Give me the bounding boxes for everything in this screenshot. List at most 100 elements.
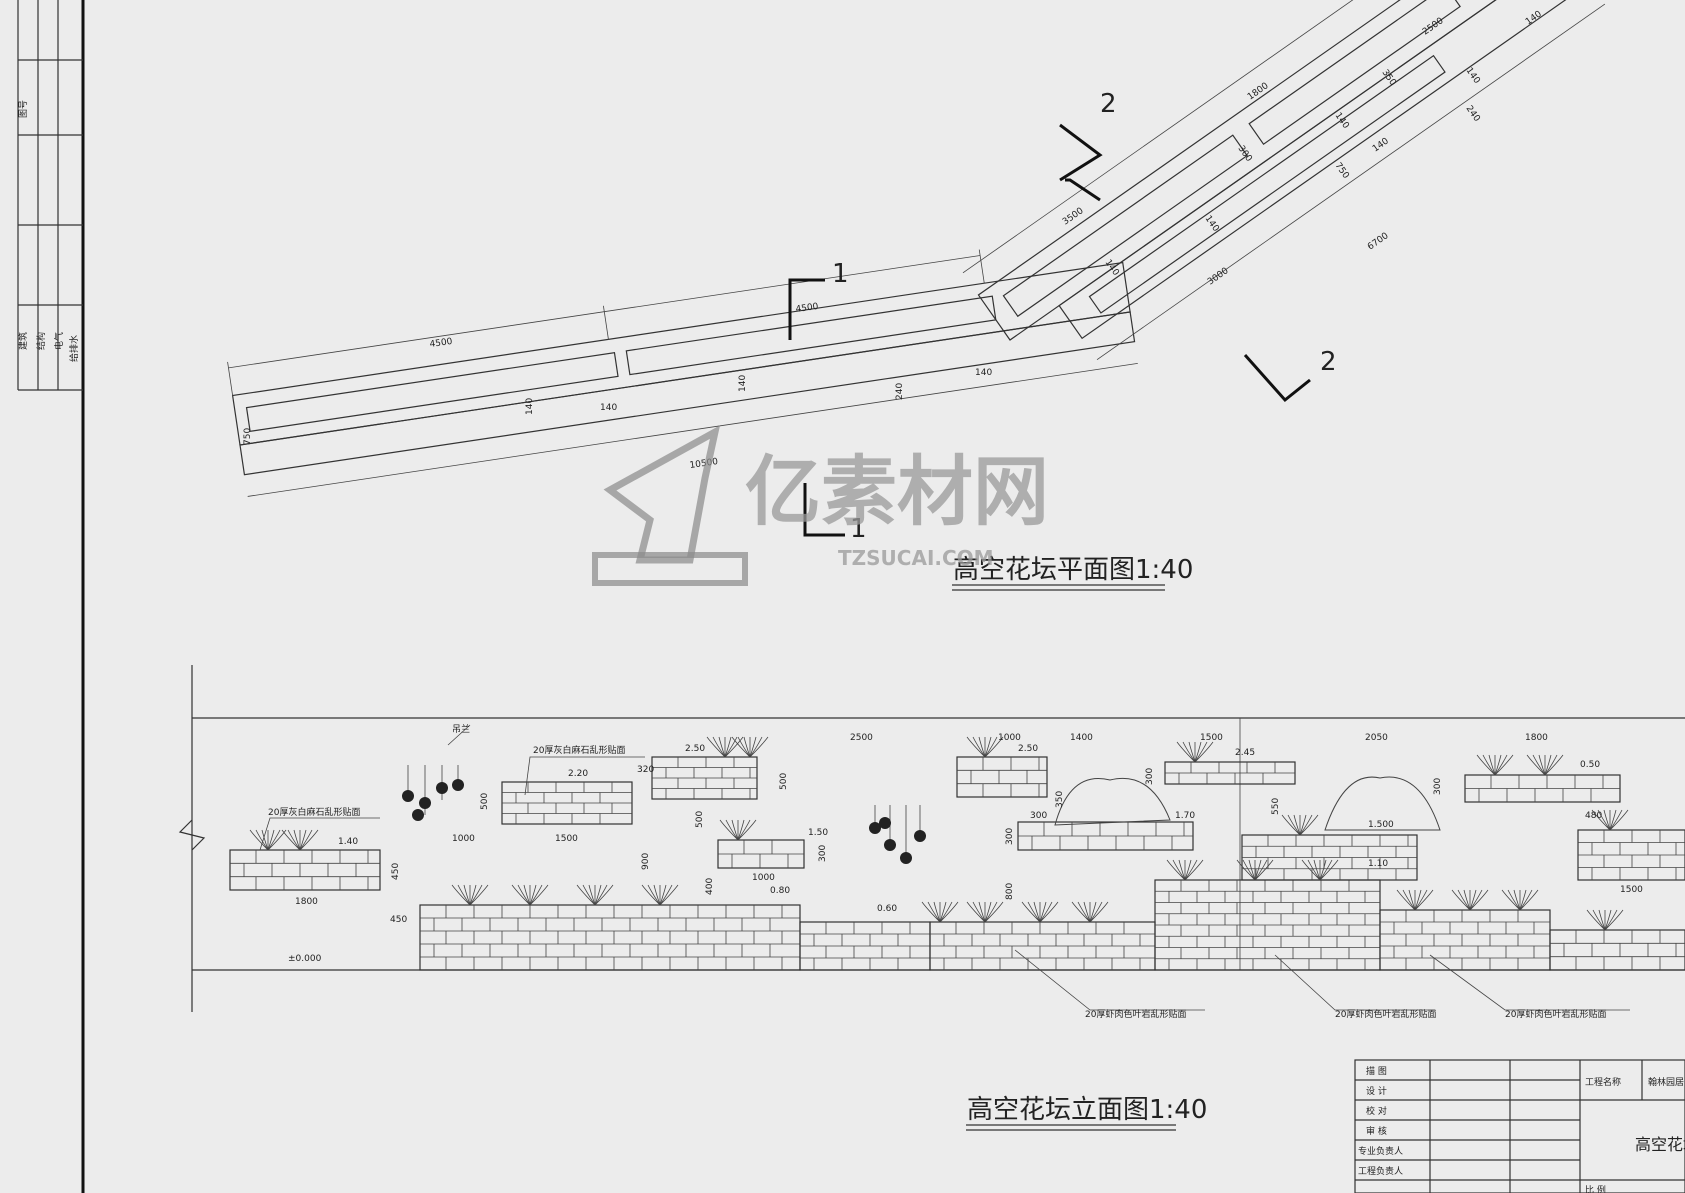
note-slate-1: 20厚虾肉色叶岩乱形贴面 <box>1085 1008 1186 1020</box>
tb-scale-label: 比 例 <box>1585 1184 1606 1193</box>
level-mark: ±0.000 <box>288 954 322 964</box>
elev-dim: 350 <box>1055 791 1065 808</box>
elev-dim: 1800 <box>295 897 318 907</box>
plant-cluster <box>511 884 549 906</box>
plant-cluster <box>1021 901 1059 923</box>
level-mark: 2.50 <box>685 744 705 754</box>
note-hanging: 吊兰 <box>452 723 470 735</box>
section-mark-2a: 2 <box>1100 89 1117 119</box>
elev-dim: 300 <box>1005 828 1015 845</box>
plan-dim: 140 <box>1464 66 1482 86</box>
plan-dim: 750 <box>1333 161 1351 181</box>
elev-dim: 1500 <box>1200 733 1223 743</box>
plant-cluster <box>641 884 679 906</box>
plan-dim: 240 <box>1464 104 1482 124</box>
plan-dim: 140 <box>1333 111 1351 131</box>
elev-dim: 900 <box>641 853 651 870</box>
level-mark: 2.45 <box>1235 748 1255 758</box>
stone-planter-box <box>717 839 805 869</box>
elev-dim: 450 <box>390 915 407 925</box>
level-mark: 1.40 <box>338 837 358 847</box>
level-mark: 2.50 <box>1018 744 1038 754</box>
watermark: 亿素材网 TZSUCAI.COM <box>592 425 1049 586</box>
plan-dim: 4500 <box>429 337 453 350</box>
stone-planter-box <box>1241 834 1418 881</box>
plant-cluster <box>1281 814 1319 836</box>
tb-drawing-name: 高空花坛 <box>1635 1135 1685 1154</box>
elev-dim: 480 <box>1585 811 1602 821</box>
plant-cluster <box>451 884 489 906</box>
tb-row-draw: 描 图 <box>1366 1065 1387 1077</box>
level-mark: 2.20 <box>568 769 588 779</box>
elev-dim: 450 <box>391 863 401 880</box>
plant-cluster <box>1396 889 1434 911</box>
elev-dim: 1800 <box>1525 733 1548 743</box>
section-mark-1b: 1 <box>850 514 867 544</box>
elev-dim: 320 <box>637 765 654 775</box>
stone-planter-box <box>799 921 931 971</box>
strip-label-elec: 电气 <box>53 332 65 350</box>
plant-cluster <box>249 829 287 851</box>
tb-row-pm: 工程负责人 <box>1358 1165 1403 1177</box>
elev-dim: 300 <box>1030 811 1047 821</box>
tb-project-label: 工程名称 <box>1585 1076 1621 1088</box>
note-granite-2: 20厚灰白麻石乱形贴面 <box>533 744 625 756</box>
plan-dim: 750 <box>243 428 253 445</box>
elev-dim: 300 <box>1145 768 1155 785</box>
elev-dim: 500 <box>779 773 789 790</box>
plant-cluster <box>1476 754 1514 776</box>
strip-top-label: 图号 <box>18 100 29 118</box>
plant-cluster <box>731 736 769 758</box>
elev-dim: 1000 <box>452 834 475 844</box>
level-mark: 1.70 <box>1175 811 1195 821</box>
tb-row-lead: 专业负责人 <box>1358 1145 1403 1157</box>
elev-dim: 550 <box>1271 798 1281 815</box>
plan-dim: 140 <box>975 368 992 378</box>
stone-planter-box <box>1577 829 1685 881</box>
level-mark: 0.50 <box>1580 760 1600 770</box>
strip-label-struct: 结构 <box>35 332 47 350</box>
plant-cluster <box>1301 859 1339 881</box>
left-strip: 图号 建筑 结构 电气 给排水 <box>17 0 85 1193</box>
tb-row-check: 校 对 <box>1366 1105 1387 1117</box>
plant-cluster <box>706 736 744 758</box>
tb-row-review: 审 核 <box>1366 1125 1387 1137</box>
plant-cluster <box>576 884 614 906</box>
note-granite-1: 20厚灰白麻石乱形贴面 <box>268 806 360 818</box>
elev-dim: 300 <box>818 845 828 862</box>
plant-cluster <box>921 901 959 923</box>
tb-project-name: 翰林园居 <box>1648 1076 1684 1088</box>
level-mark: 0.60 <box>877 904 897 914</box>
watermark-sub: TZSUCAI.COM <box>838 546 994 570</box>
section-mark-1a: 1 <box>832 259 849 289</box>
stone-planter-box <box>229 849 381 891</box>
section-mark-2b: 2 <box>1320 347 1337 377</box>
stone-planter-box <box>1464 774 1621 803</box>
plant-cluster <box>966 901 1004 923</box>
plan-dim: 140 <box>1524 9 1544 27</box>
note-slate-3: 20厚虾肉色叶岩乱形贴面 <box>1505 1008 1606 1020</box>
plan-dim: 6700 <box>1366 231 1391 252</box>
plan-view: 1 1 2 2 4500 4500 750 140 140 140 240 14… <box>227 0 1606 591</box>
hanging-planter-right <box>869 805 926 864</box>
plan-dim: 140 <box>738 375 748 392</box>
plant-cluster <box>1071 901 1109 923</box>
plan-upper-arm <box>962 0 1606 360</box>
elev-dim: 2050 <box>1365 733 1388 743</box>
plan-lower-arm <box>227 249 1138 497</box>
stone-planter-box <box>1017 821 1194 851</box>
plant-cluster <box>281 829 319 851</box>
plan-dim: 240 <box>895 383 905 400</box>
elev-dim: 400 <box>705 878 715 895</box>
plan-title: 高空花坛平面图1:40 <box>953 555 1193 585</box>
plan-dim: 3500 <box>1061 206 1086 227</box>
stone-planter-box <box>419 904 801 971</box>
elev-dim: 300 <box>1433 778 1443 795</box>
elev-dim: 1000 <box>752 873 775 883</box>
plant-cluster <box>1166 859 1204 881</box>
elev-dim: 800 <box>1005 883 1015 900</box>
elev-dim: 1400 <box>1070 733 1093 743</box>
plan-dim: 300 <box>1236 144 1254 164</box>
elev-dim: 2500 <box>850 733 873 743</box>
